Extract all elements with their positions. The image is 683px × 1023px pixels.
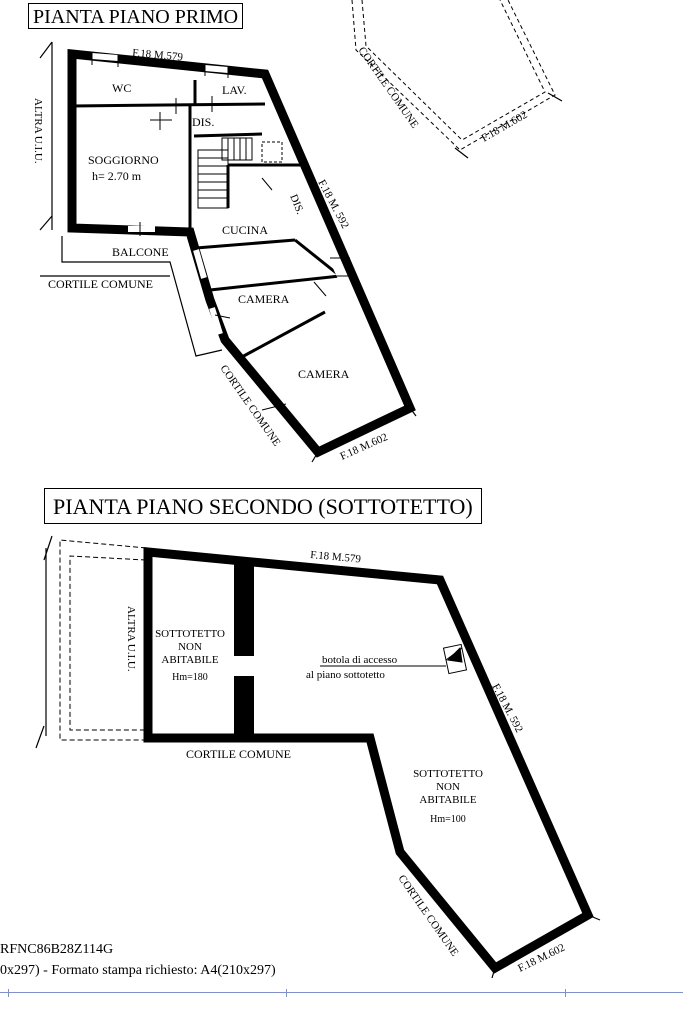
marker-tick [547, 92, 563, 102]
footer-rule [0, 992, 683, 993]
dis2-label: DIS. [287, 193, 306, 217]
second-floor-title: PIANTA PIANO SECONDO (SOTTOTETTO) [44, 488, 482, 524]
second-floor-plan [35, 535, 601, 979]
footer-code: RFNC86B28Z114G [0, 942, 114, 957]
marker-tick [587, 914, 601, 921]
attic-left-line2: NON [178, 641, 202, 653]
attic-right-line1: SOTTOTETTO [413, 768, 483, 780]
attic-divider-wall-lower [234, 676, 254, 738]
other-unit-label-second: ALTRA U.I.U. [125, 606, 137, 672]
staircase [197, 137, 283, 209]
marker-tick [409, 407, 417, 417]
ref-label-topright-first: F.18 M.602 [480, 109, 530, 145]
other-unit-marks [35, 535, 53, 749]
marker-tick [311, 451, 319, 463]
attic-left-line3: ABITABILE [161, 654, 219, 666]
room-height-label: h= 2.70 m [92, 169, 142, 183]
hatch-label-line2: al piano sottotetto [306, 669, 385, 681]
marker-tick [491, 967, 496, 979]
access-hatch [320, 643, 468, 675]
attic-right-room: SOTTOTETTO NON ABITABILE Hm=100 [408, 768, 488, 826]
ref-label-top-second: F.18 M.579 [310, 549, 362, 565]
attic-right-line3: ABITABILE [419, 794, 477, 806]
room-label-cucina: CUCINA [222, 223, 269, 237]
ref-label-top-first: F.18 M.579 [132, 47, 184, 63]
openings [91, 53, 349, 423]
ruler-tick [286, 989, 287, 997]
room-label-camera-2: CAMERA [298, 367, 350, 381]
courtyard-label-left: CORTILE COMUNE [48, 277, 153, 291]
window-marks [91, 53, 350, 411]
exterior-wall [67, 49, 416, 458]
footer-print-format: 0x297) - Formato stampa richiesto: A4(21… [0, 963, 276, 978]
room-label-lav: LAV. [222, 83, 247, 97]
room-label-dis: DIS. [192, 115, 215, 129]
room-label-wc: WC [112, 81, 132, 95]
courtyard-top-right [351, 0, 556, 151]
marker-tick [454, 147, 469, 159]
attic-left-room: SOTTOTETTO NON ABITABILE Hm=180 [150, 628, 230, 684]
other-unit-label-first: ALTRA U.I.U. [32, 98, 44, 164]
first-floor-plan [39, 0, 563, 463]
hatch-label-line1: botola di accesso [322, 654, 398, 666]
attic-exterior-wall [143, 547, 594, 974]
courtyard-label-second: CORTILE COMUNE [186, 747, 291, 761]
attic-right-line2: NON [436, 781, 460, 793]
balcony-courtyard [39, 41, 223, 357]
ruler-tick [565, 989, 566, 997]
attic-left-line1: SOTTOTETTO [155, 628, 225, 640]
attic-divider-wall-upper [234, 560, 254, 656]
room-label-camera-1: CAMERA [238, 292, 290, 306]
first-floor-title: PIANTA PIANO PRIMO [28, 3, 244, 29]
other-unit-area [59, 539, 147, 741]
ruler-tick [8, 989, 9, 997]
balcony-label: BALCONE [112, 245, 169, 259]
cortile-topright-first: CORTILE COMUNE [356, 45, 421, 131]
attic-left-height: Hm=180 [172, 672, 208, 683]
room-label-soggiorno: SOGGIORNO [88, 153, 159, 167]
attic-right-height: Hm=100 [430, 814, 466, 825]
